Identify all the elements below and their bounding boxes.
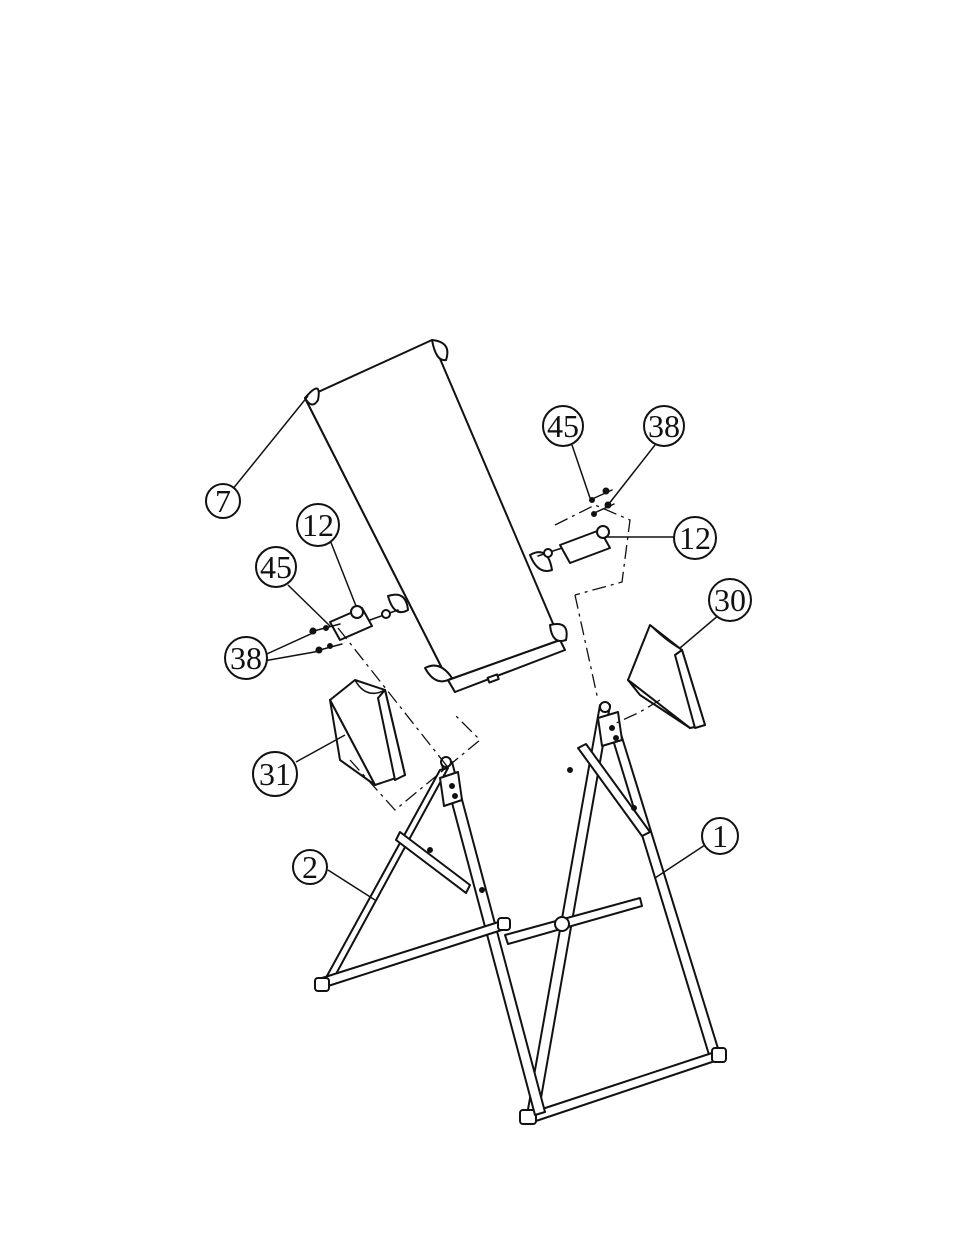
right-foam-block xyxy=(628,625,705,728)
callout-45-right: 45 xyxy=(543,406,583,446)
callout-45-left: 45 xyxy=(256,547,296,587)
callout-7-label: 7 xyxy=(215,483,231,519)
callout-2-label: 2 xyxy=(302,849,318,885)
callout-38-right: 38 xyxy=(644,406,684,446)
callout-31-label: 31 xyxy=(259,756,291,792)
callout-12-right-label: 12 xyxy=(679,520,711,556)
callout-30-label: 30 xyxy=(714,582,746,618)
front-frame xyxy=(520,702,726,1124)
callout-12-left: 12 xyxy=(297,504,339,546)
callout-2: 2 xyxy=(293,849,327,885)
callout-1: 1 xyxy=(702,818,738,854)
left-pivot-bracket xyxy=(330,606,398,640)
callout-7: 7 xyxy=(206,483,240,519)
callout-38-right-label: 38 xyxy=(648,408,680,444)
callout-45-right-label: 45 xyxy=(547,408,579,444)
callout-38-left: 38 xyxy=(225,637,267,679)
callout-1-label: 1 xyxy=(712,818,728,854)
right-pivot-bracket xyxy=(538,526,610,563)
left-foam-block xyxy=(330,680,405,785)
callout-12-left-label: 12 xyxy=(302,507,334,543)
callout-45-left-label: 45 xyxy=(260,549,292,585)
callout-38-left-label: 38 xyxy=(230,640,262,676)
rear-frame xyxy=(315,757,642,1115)
callout-31: 31 xyxy=(253,752,297,796)
callout-30: 30 xyxy=(709,579,751,621)
callout-12-right: 12 xyxy=(674,517,716,559)
